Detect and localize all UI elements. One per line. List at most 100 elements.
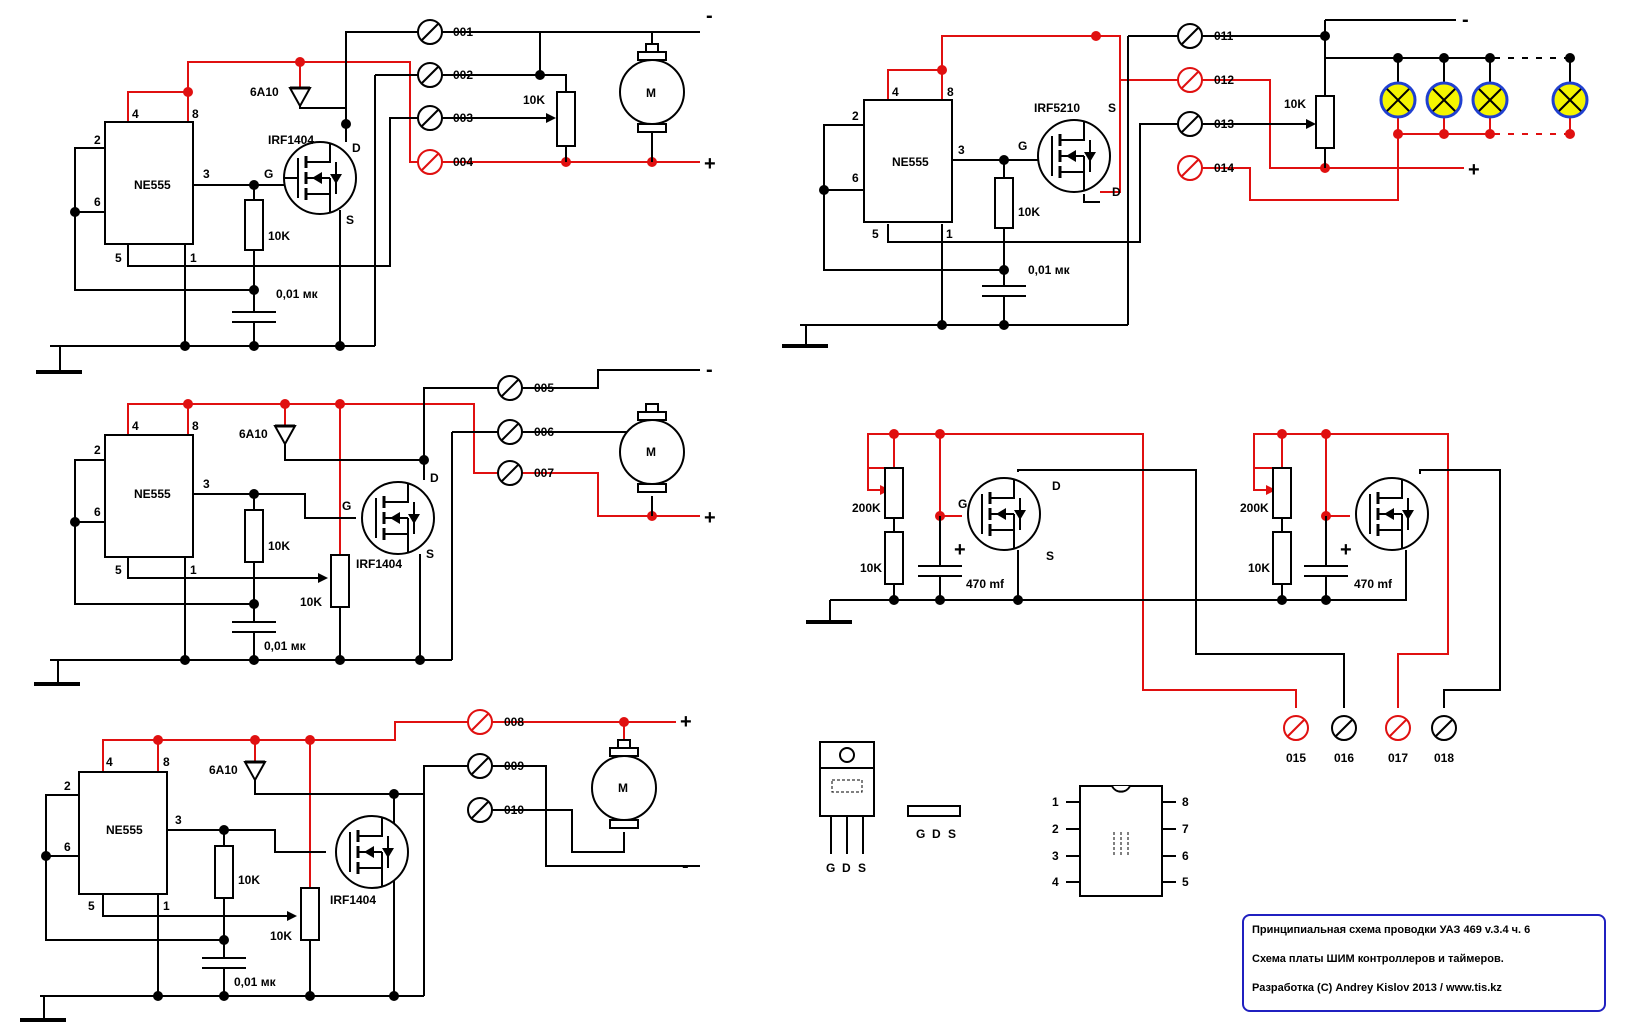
diode-label: 6A10: [209, 763, 238, 777]
pin-label: D: [1052, 479, 1061, 493]
motor-icon: M: [646, 86, 656, 100]
capacitor-label: 0,01 мк: [276, 287, 319, 301]
pin-label: 5: [115, 563, 122, 577]
resistor-label: 10K: [1018, 205, 1040, 219]
terminal-label: 015: [1286, 751, 1306, 765]
capacitor-label: 0,01 мк: [234, 975, 277, 989]
terminal-label: 017: [1388, 751, 1408, 765]
pin-label: 2: [94, 443, 101, 457]
minus-label: -: [1462, 9, 1469, 31]
minus-label: -: [706, 5, 713, 27]
title-line-2: Схема платы ШИМ контроллеров и таймеров.: [1252, 953, 1504, 965]
pin-label: 2: [852, 109, 859, 123]
pin-label: 6: [64, 840, 71, 854]
pin-label: 5: [872, 227, 879, 241]
pin-label: 4: [1052, 875, 1059, 889]
pin-label: 4: [892, 85, 899, 99]
mosfet-label: IRF1404: [330, 893, 376, 907]
pin-label: 6: [852, 171, 859, 185]
plus-label: +: [1340, 539, 1352, 561]
terminal-label: 016: [1334, 751, 1354, 765]
pin-label: 3: [175, 813, 182, 827]
terminal-label: 010: [504, 803, 524, 817]
resistor-label: 10K: [300, 595, 322, 609]
diode-label: 6A10: [250, 85, 279, 99]
capacitor-label: 470 mf: [966, 577, 1005, 591]
pin-label: 8: [163, 755, 170, 769]
pin-label: 4: [132, 107, 139, 121]
resistor-label: 10K: [860, 561, 882, 575]
circuit-2: [34, 369, 700, 686]
pin-label: S: [858, 861, 866, 875]
motor-icon: M: [618, 781, 628, 795]
resistor-label: 10K: [268, 229, 290, 243]
terminal-label: 018: [1434, 751, 1454, 765]
plus-label: +: [954, 539, 966, 561]
pin-label: S: [426, 547, 434, 561]
minus-label: -: [682, 855, 689, 877]
terminal-label: 005: [534, 381, 554, 395]
terminal-label: 008: [504, 715, 524, 729]
terminal-label: 013: [1214, 117, 1234, 131]
pin-label: 1: [163, 899, 170, 913]
pin-label: S: [1108, 101, 1116, 115]
ic-label: NE555: [134, 178, 171, 192]
pin-label: 1: [190, 563, 197, 577]
pin-label: 3: [203, 167, 210, 181]
pin-label: 5: [1182, 875, 1189, 889]
terminal-label: 004: [453, 155, 473, 169]
terminal-label: 007: [534, 466, 554, 480]
mosfet-label: IRF1404: [268, 133, 314, 147]
pin-label: D: [932, 827, 941, 841]
capacitor-label: 0,01 мк: [1028, 263, 1071, 277]
minus-label: -: [706, 359, 713, 381]
pin-label: G: [826, 861, 835, 875]
pin-label: 5: [88, 899, 95, 913]
plus-label: +: [1468, 159, 1480, 181]
pin-label: G: [916, 827, 925, 841]
pin-label: 6: [1182, 849, 1189, 863]
circuit-3: [20, 709, 700, 1022]
motor-icon: M: [646, 445, 656, 459]
terminal-label: 012: [1214, 73, 1234, 87]
circuit-1: [36, 19, 700, 374]
terminal-label: 011: [1214, 29, 1234, 43]
dip8-package-icon: [1066, 785, 1176, 897]
ic-label: NE555: [134, 487, 171, 501]
pin-label: 6: [94, 195, 101, 209]
ic-label: NE555: [892, 155, 929, 169]
pin-label: D: [352, 141, 361, 155]
pin-label: G: [958, 497, 967, 511]
resistor-label: 10K: [270, 929, 292, 943]
pin-label: G: [264, 167, 273, 181]
title-block: Принципиальная схема проводки УАЗ 469 v.…: [1242, 914, 1606, 1012]
mosfet-label: IRF5210: [1034, 101, 1080, 115]
circuit-5: [806, 429, 1357, 741]
resistor-label: 200K: [1240, 501, 1269, 515]
resistor-label: 10K: [238, 873, 260, 887]
pin-label: 2: [1052, 822, 1059, 836]
pin-label: 8: [1182, 795, 1189, 809]
terminal-label: 006: [534, 425, 554, 439]
pin-label: 1: [946, 227, 953, 241]
pin-label: G: [1018, 139, 1027, 153]
lamp-icon: [1379, 81, 1417, 119]
resistor-label: 10K: [1248, 561, 1270, 575]
pin-label: 8: [947, 85, 954, 99]
pin-label: 2: [64, 779, 71, 793]
ic-label: NE555: [106, 823, 143, 837]
plus-label: +: [704, 507, 716, 529]
pin-label: 7: [1182, 822, 1189, 836]
pin-label: 4: [106, 755, 113, 769]
pin-label: 3: [958, 143, 965, 157]
terminal-label: 014: [1214, 161, 1234, 175]
smd-package-icon: [907, 805, 961, 817]
mosfet-label: IRF1404: [356, 557, 402, 571]
pin-label: 1: [1052, 795, 1059, 809]
resistor-label: 200K: [852, 501, 881, 515]
plus-label: +: [704, 153, 716, 175]
title-line-3: Разработка (С) Andrey Kislov 2013 / www.…: [1252, 982, 1502, 994]
terminal-label: 009: [504, 759, 524, 773]
pin-label: 6: [94, 505, 101, 519]
